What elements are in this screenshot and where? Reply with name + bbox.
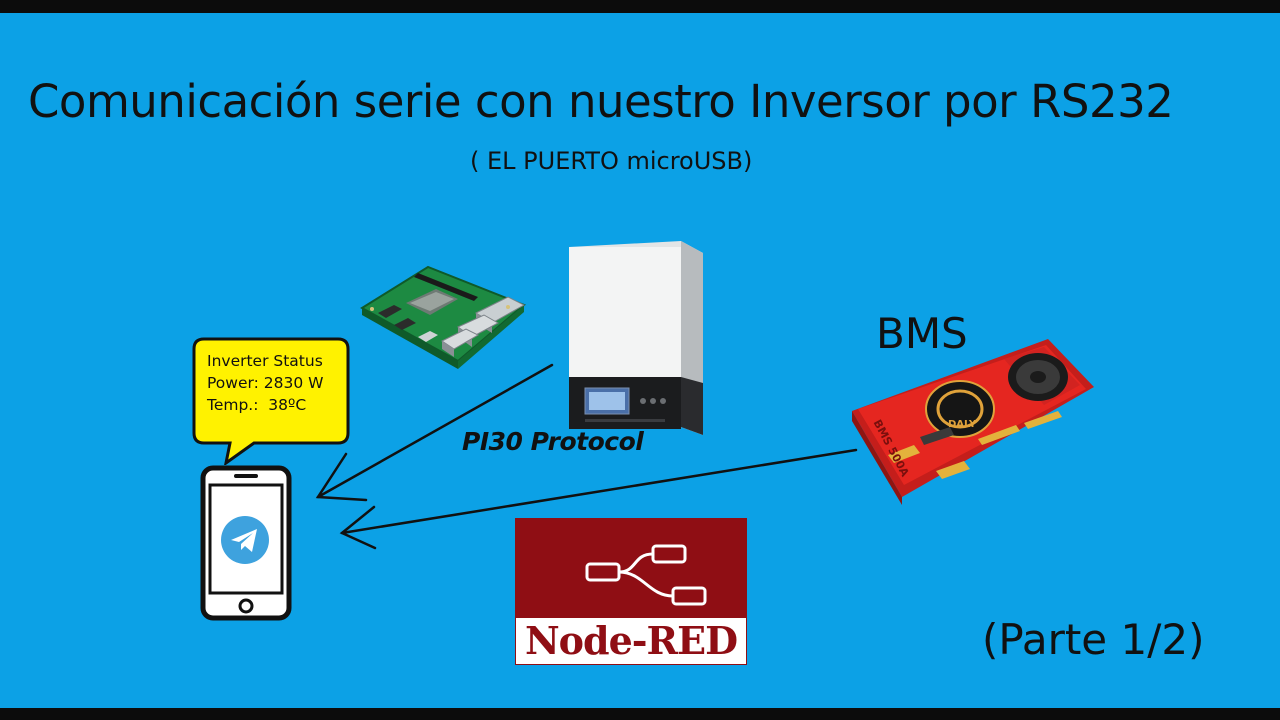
title-protocol: RS232 xyxy=(1030,75,1174,128)
arrow-inverter-to-phone xyxy=(316,363,554,499)
bubble-text: Inverter Status Power: 2830 W Temp.: 38º… xyxy=(207,350,323,416)
telegram-icon xyxy=(221,516,269,564)
arrow-bms-to-phone xyxy=(340,448,858,535)
subtitle: ( EL PUERTO microUSB) xyxy=(470,147,753,175)
status-speech-bubble xyxy=(192,337,350,465)
node-red-label: Node-RED xyxy=(524,618,738,663)
raspberry-pi-board-icon xyxy=(360,265,526,369)
arrowhead-bms xyxy=(339,505,377,550)
svg-text:DALY: DALY xyxy=(948,419,977,430)
bms-label: BMS xyxy=(876,309,968,358)
title-main: Comunicación serie con nuestro Inversor … xyxy=(28,75,1017,128)
page-title: Comunicación serie con nuestro Inversor … xyxy=(28,75,1174,128)
arrowhead-inverter xyxy=(315,452,368,502)
arrows-layer xyxy=(315,363,858,550)
bubble-line-temp: Temp.: 38ºC xyxy=(207,396,307,414)
bubble-line-status: Inverter Status xyxy=(207,352,323,370)
node-red-logo xyxy=(515,518,747,665)
bubble-line-power: Power: 2830 W xyxy=(207,374,324,392)
bms-board-icon: DALY BMS 500A xyxy=(852,339,1094,505)
part-label: (Parte 1/2) xyxy=(982,615,1205,664)
inverter-icon xyxy=(569,241,703,435)
pi30-protocol-label: PI30 Protocol xyxy=(462,427,644,456)
slide-canvas: Comunicación serie con nuestro Inversor … xyxy=(0,13,1280,708)
